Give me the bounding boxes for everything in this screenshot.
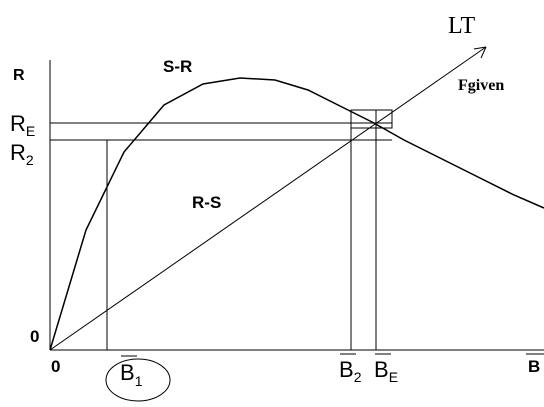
equilibrium-box <box>350 109 393 129</box>
sr-curve-label: S-R <box>163 57 192 76</box>
b1-circle <box>105 358 171 402</box>
lt-label: LT <box>448 13 475 39</box>
b1-tick-label: B1 <box>120 360 143 389</box>
lt-arrow-head-left <box>473 46 487 50</box>
y-axis-label: R <box>13 67 25 84</box>
fgiven-label: Fgiven <box>458 77 504 94</box>
b2-tick-label: B2 <box>339 357 362 385</box>
x-axis-label: B <box>528 357 540 376</box>
origin-x-label: 0 <box>51 357 60 376</box>
be-tick-label: BE <box>374 357 398 385</box>
r2-tick-label: R2 <box>10 140 34 168</box>
sr-curve <box>49 77 544 351</box>
origin-y-label: 0 <box>30 327 39 346</box>
rs-line <box>49 46 487 351</box>
lt-arrow-head-right <box>480 46 487 59</box>
rs-line-label: R-S <box>192 193 221 212</box>
re-tick-label: RE <box>10 111 35 139</box>
